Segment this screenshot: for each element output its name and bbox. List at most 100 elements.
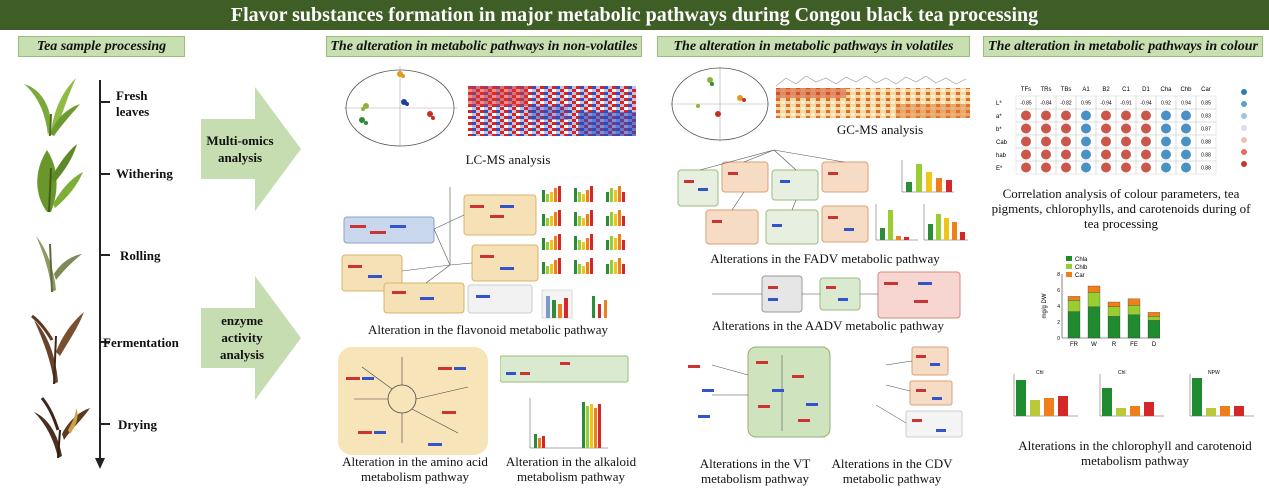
lcms-caption: LC-MS analysis — [465, 152, 551, 167]
multi-omics-label: Multi-omics analysis — [206, 133, 274, 165]
vt-caption: Alterations in the VT metabolism pathway — [699, 456, 811, 486]
corr-value: -0.94 — [1140, 101, 1152, 107]
corr-circle — [1121, 110, 1131, 121]
dried-leaf-image — [34, 397, 90, 459]
corr-circle — [1141, 110, 1151, 121]
aadv-caption: Alterations in the AADV metabolic pathwa… — [712, 318, 944, 333]
stack-bar-chlb — [1107, 306, 1121, 317]
corr-value: 0.94 — [1181, 101, 1191, 107]
cdv-caption: Alterations in the CDV metabolic pathway — [831, 456, 953, 486]
stack-ytick: 2 — [1057, 320, 1060, 326]
corr-circle — [1121, 149, 1131, 160]
corr-col-label: TFs — [1021, 87, 1031, 93]
mini-chart-title-3: NPW — [1208, 370, 1220, 376]
stack-legend-swatch — [1066, 272, 1072, 277]
stack-bar-car — [1107, 301, 1121, 307]
stack-xtick: D — [1152, 342, 1157, 348]
corr-row-label: Cab — [996, 140, 1008, 146]
corr-circle — [1061, 110, 1071, 121]
corr-circle — [1061, 162, 1071, 173]
corr-circle — [1181, 136, 1191, 147]
chlorophyll-caption: Alterations in the chlorophyll and carot… — [1018, 438, 1252, 468]
stack-bar-car — [1127, 298, 1141, 306]
section-header-nonvolatiles: The alteration in metabolic pathways in … — [326, 36, 642, 57]
corr-value: 0.83 — [1201, 114, 1211, 120]
chlorophyll-mini-bar-charts: Chl Chl NPW — [1013, 370, 1254, 417]
stack-xtick: W — [1091, 342, 1097, 348]
corr-value: 0.85 — [1201, 101, 1211, 107]
corr-circle — [1041, 123, 1051, 134]
corr-col-label: D1 — [1142, 87, 1150, 93]
corr-circle — [1141, 149, 1151, 160]
stage-withering: Withering — [116, 166, 173, 181]
fadv-pathway-diagram — [677, 149, 869, 245]
corr-circle — [1141, 162, 1151, 173]
stack-bar-chlb — [1127, 305, 1141, 315]
corr-circle — [1081, 123, 1091, 134]
corr-circle — [1121, 123, 1131, 134]
corr-col-label: A1 — [1082, 87, 1090, 93]
corr-circle — [1021, 123, 1031, 134]
gcms-caption: GC-MS analysis — [836, 122, 924, 137]
corr-circle — [1101, 136, 1111, 147]
corr-circle — [1041, 149, 1051, 160]
multi-omics-arrow — [201, 87, 301, 211]
corr-circle — [1021, 149, 1031, 160]
corr-circle — [1181, 123, 1191, 134]
corr-value: -0.94 — [1100, 101, 1112, 107]
section-header-volatiles: The alteration in metabolic pathways in … — [657, 36, 970, 57]
corr-circle — [1181, 162, 1191, 173]
corr-circle — [1161, 149, 1171, 160]
vt-pathway-diagram — [688, 346, 831, 438]
stack-bar-chla — [1107, 316, 1121, 339]
section-header-sample: Tea sample processing — [18, 36, 185, 57]
mini-chart-title-2: Chl — [1118, 370, 1126, 376]
lcms-heatmap — [468, 86, 636, 136]
corr-circle — [1141, 123, 1151, 134]
corr-circle — [1061, 136, 1071, 147]
corr-value: 0.95 — [1081, 101, 1091, 107]
correlation-caption: Correlation analysis of colour parameter… — [991, 186, 1251, 231]
corr-row-label: a* — [996, 114, 1002, 120]
corr-value: 0.88 — [1201, 140, 1211, 146]
corr-circle — [1101, 162, 1111, 173]
corr-circle — [1101, 110, 1111, 121]
section-header-colour: The alteration in metabolic pathways in … — [983, 36, 1263, 57]
amino-acid-caption: Alteration in the amino acid metabolism … — [342, 454, 488, 484]
fermented-leaf-image — [31, 312, 84, 385]
corr-col-label: TBs — [1061, 87, 1072, 93]
corr-row-label: b* — [996, 127, 1002, 133]
corr-circle — [1061, 149, 1071, 160]
corr-row-label: hab — [996, 153, 1007, 159]
stage-drying: Drying — [118, 417, 157, 432]
corr-value: -0.91 — [1120, 101, 1132, 107]
amino-acid-pathway-diagram — [338, 347, 488, 455]
rolled-leaf-image — [36, 236, 82, 293]
corr-value: -0.85 — [1020, 101, 1032, 107]
aadv-pathway-diagram — [712, 271, 961, 319]
stack-legend-label: Car — [1075, 273, 1085, 279]
stack-legend-label: Chlb — [1075, 265, 1088, 271]
corr-circle — [1181, 149, 1191, 160]
corr-row-label: E* — [996, 166, 1003, 172]
corr-value: 0.92 — [1161, 101, 1171, 107]
cdv-pathway-diagram — [875, 346, 963, 438]
corr-legend-swatch — [1241, 113, 1247, 119]
corr-value: -0.84 — [1040, 101, 1052, 107]
fresh-leaf-image — [24, 78, 80, 137]
corr-col-label: TRs — [1041, 87, 1052, 93]
stage-fermentation: Fermentation — [103, 335, 179, 350]
flavonoid-caption: Alteration in the flavonoid metabolic pa… — [367, 322, 609, 337]
corr-circle — [1161, 162, 1171, 173]
stack-bar-chla — [1087, 306, 1101, 339]
corr-col-label: B2 — [1102, 87, 1110, 93]
enzyme-activity-label: enzyme activity analysis — [219, 313, 265, 362]
corr-legend-swatch — [1241, 101, 1247, 107]
stack-bar-chla — [1147, 320, 1160, 339]
stack-bar-chlb — [1087, 292, 1101, 307]
stack-legend-swatch — [1066, 264, 1072, 269]
corr-circle — [1081, 136, 1091, 147]
fadv-caption: Alterations in the FADV metabolic pathwa… — [710, 251, 940, 266]
corr-circle — [1041, 136, 1051, 147]
